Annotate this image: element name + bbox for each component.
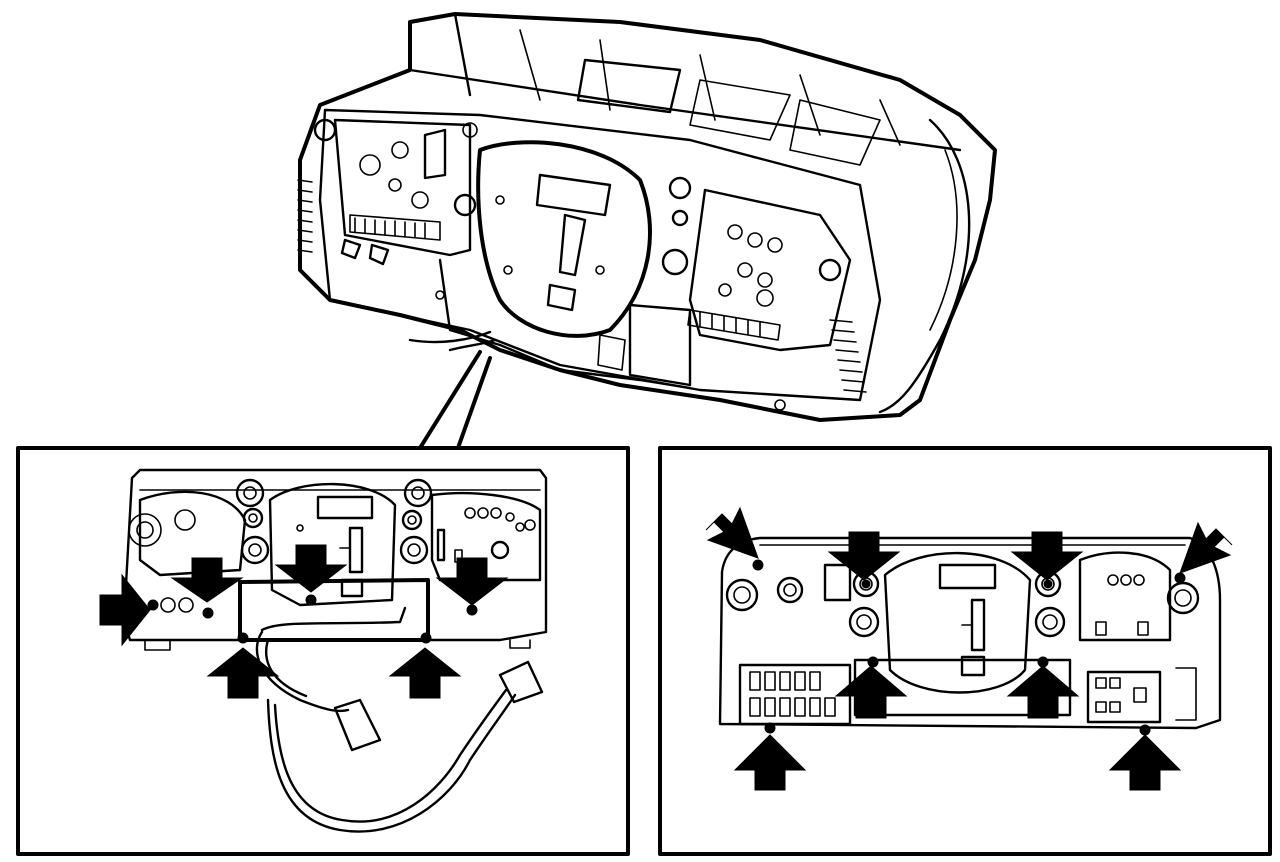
left-callout-arrows (99, 544, 509, 699)
solid-arrow-icon (206, 647, 280, 699)
solid-arrow-icon (827, 531, 901, 581)
solid-arrow-icon (99, 573, 151, 647)
solid-arrow-icon (388, 647, 462, 699)
right-callout-arrows (705, 506, 1233, 791)
solid-arrow-icon (705, 506, 759, 559)
right-detail-panel (658, 446, 1272, 856)
solid-arrow-icon (1179, 521, 1233, 574)
solid-arrow-icon (1108, 734, 1182, 791)
solid-arrow-icon (1010, 531, 1084, 581)
detail-leader (418, 350, 492, 450)
solid-arrow-icon (733, 734, 807, 791)
solid-arrow-icon (834, 665, 908, 719)
solid-arrow-icon (274, 544, 348, 593)
cluster-assembly (297, 12, 997, 422)
solid-arrow-icon (1006, 665, 1080, 719)
left-detail-panel (16, 446, 630, 856)
solid-arrow-icon (435, 557, 509, 606)
solid-arrow-icon (170, 557, 244, 603)
